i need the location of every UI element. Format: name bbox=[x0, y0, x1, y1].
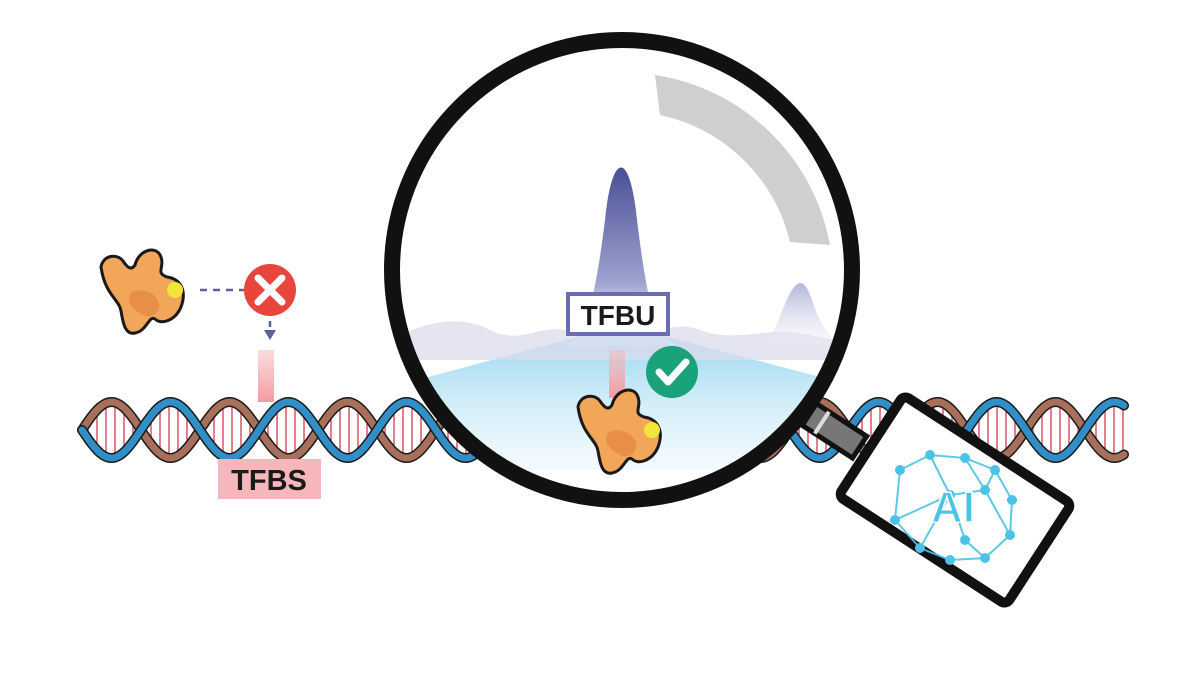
tfbu-label: TFBU bbox=[566, 292, 670, 336]
bound-tf-protein-icon bbox=[576, 388, 662, 475]
secondary-signal-peak bbox=[760, 283, 845, 345]
tfbu-binding-site bbox=[609, 350, 625, 398]
accept-check-icon bbox=[646, 346, 698, 398]
reject-x-icon bbox=[244, 264, 296, 316]
tfbs-label-text: TFBS bbox=[231, 465, 307, 497]
ai-label-text: AI bbox=[931, 483, 975, 532]
tf-protein-icon bbox=[99, 248, 185, 335]
ai-brain-icon: AI bbox=[890, 450, 1017, 565]
tfbu-label-text: TFBU bbox=[581, 300, 656, 331]
tfbs-binding-site bbox=[258, 350, 274, 402]
magnifier-icon bbox=[384, 32, 1075, 608]
tfbs-label: TFBS bbox=[218, 459, 321, 499]
lens-glare bbox=[655, 75, 830, 245]
